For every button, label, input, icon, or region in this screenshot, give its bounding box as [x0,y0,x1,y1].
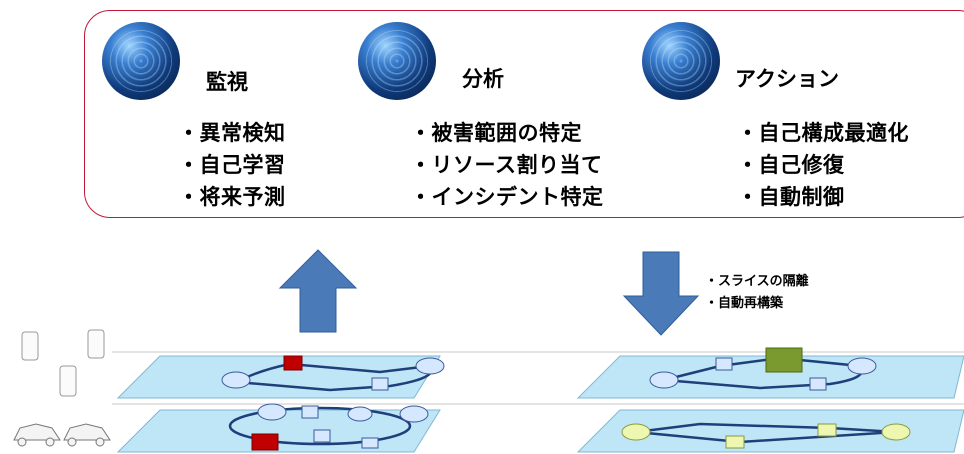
up-arrow [278,249,358,333]
slice-isolation-note: ・スライスの隔離 [705,274,809,289]
new-node [765,347,803,373]
brain-icon-monitoring [102,22,180,100]
phone-icon [59,365,77,397]
car-icon [63,423,111,447]
action-item-1: ・自己構成最適化 [737,121,909,145]
faulty-node [283,355,303,371]
monitoring-item-1: ・異常検知 [178,121,286,145]
slice-plane [576,409,964,453]
ai-functions-panel [84,10,964,218]
analysis-item-1: ・被害範囲の特定 [410,121,582,145]
brain-icon-action [642,22,720,100]
action-item-2: ・自己修復 [737,153,845,177]
phone-icon [21,331,39,361]
auto-rebuild-note: ・自動再構築 [705,296,784,311]
action-item-3: ・自動制御 [737,185,845,209]
monitoring-item-3: ・将来予測 [178,185,286,209]
analysis-item-2: ・リソース割り当て [410,153,603,177]
column-title-action: アクション [735,67,839,91]
column-title-analysis: 分析 [462,67,504,91]
analysis-item-3: ・インシデント特定 [410,185,604,209]
node [221,371,251,389]
monitoring-item-2: ・自己学習 [178,153,286,177]
faulty-node [251,433,279,451]
phone-icon [87,329,105,359]
brain-icon-analysis [358,22,436,100]
slice-plane [116,355,441,399]
car-icon [13,423,61,447]
down-arrow [622,251,700,336]
column-title-monitoring: 監視 [206,70,248,94]
